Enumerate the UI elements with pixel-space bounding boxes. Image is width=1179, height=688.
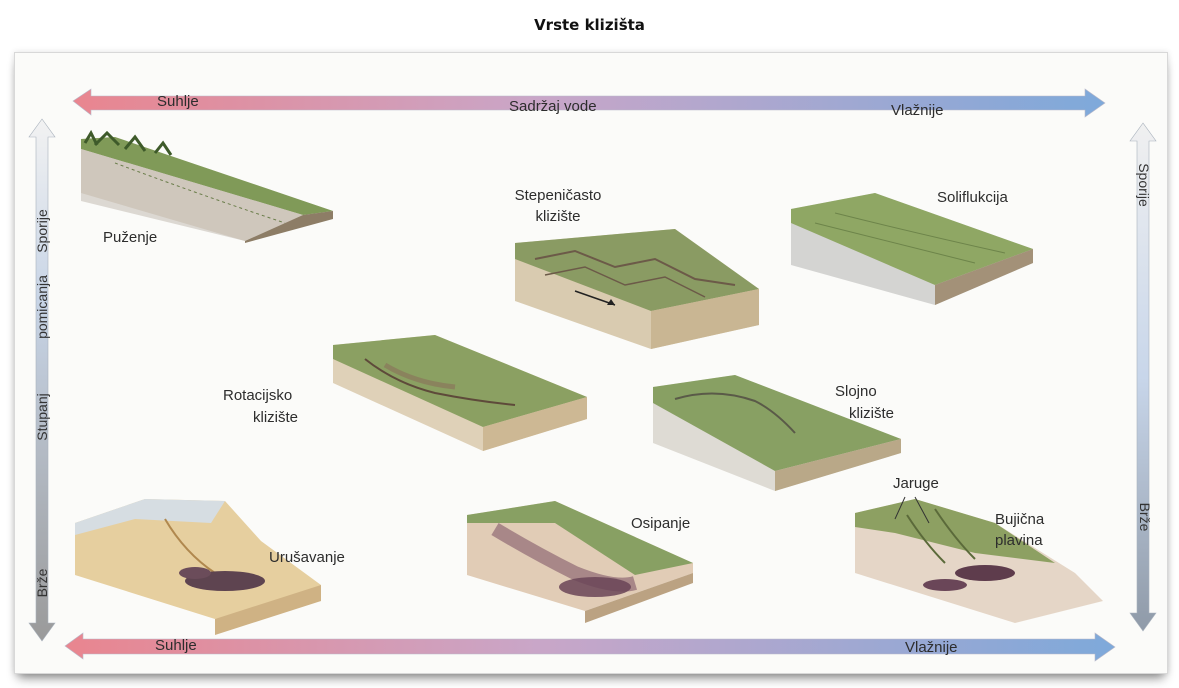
block-puzenje bbox=[81, 129, 333, 243]
label-rotacijsko-line2: klizište bbox=[253, 409, 299, 426]
bottom-axis-dry-label: Suhlje bbox=[155, 637, 197, 654]
left-axis-slow-label: Sporije bbox=[34, 209, 50, 253]
right-axis-slow-label: Sporije bbox=[1136, 163, 1152, 207]
label-jaruge: Jaruge bbox=[893, 475, 939, 492]
left-axis-fast-label: Brže bbox=[34, 568, 50, 598]
block-urusavanje bbox=[75, 499, 321, 635]
label-bujicna-line1: Bujična bbox=[995, 511, 1045, 528]
label-rotacijsko-line1: Rotacijsko bbox=[223, 387, 293, 404]
block-osipanje bbox=[467, 501, 693, 623]
label-stepenicasto-line2: klizište bbox=[535, 208, 581, 225]
block-rotacijsko bbox=[333, 335, 587, 451]
label-soliflukcija: Soliflukcija bbox=[937, 189, 1008, 206]
label-osipanje: Osipanje bbox=[631, 515, 691, 532]
label-slojno-line1: Slojno bbox=[835, 383, 877, 400]
bottom-axis-arrow bbox=[64, 632, 1116, 662]
diagram-frame: Suhlje Sadržaj vode Vlažnije Suhlje Vlaž… bbox=[14, 52, 1168, 674]
top-axis-arrow bbox=[72, 88, 1106, 118]
label-urusavanje: Urušavanje bbox=[269, 549, 345, 566]
top-axis-wet-label: Vlažnije bbox=[891, 102, 944, 119]
top-axis-title: Sadržaj vode bbox=[509, 98, 597, 115]
right-axis-arrow bbox=[1129, 122, 1157, 632]
block-slojno bbox=[653, 375, 901, 491]
block-bujicna bbox=[855, 496, 1103, 623]
label-slojno-line2: klizište bbox=[849, 405, 895, 422]
axis-arrows bbox=[28, 88, 1157, 662]
top-axis-dry-label: Suhlje bbox=[157, 93, 199, 110]
label-stepenicasto-line1: Stepeničasto bbox=[514, 187, 602, 204]
block-soliflukcija bbox=[791, 193, 1033, 305]
left-axis-degree-label: Stupanj bbox=[34, 393, 50, 441]
bottom-axis-wet-label: Vlažnije bbox=[905, 639, 958, 656]
left-axis-movement-label: pomicanja bbox=[34, 275, 50, 339]
label-bujicna-line2: plavina bbox=[995, 532, 1043, 549]
left-axis-arrow bbox=[28, 118, 56, 642]
block-stepenicasto bbox=[515, 229, 759, 349]
label-puzenje: Puženje bbox=[103, 229, 158, 246]
page-title: Vrste klizišta bbox=[534, 16, 645, 34]
right-axis-fast-label: Brže bbox=[1137, 502, 1153, 532]
